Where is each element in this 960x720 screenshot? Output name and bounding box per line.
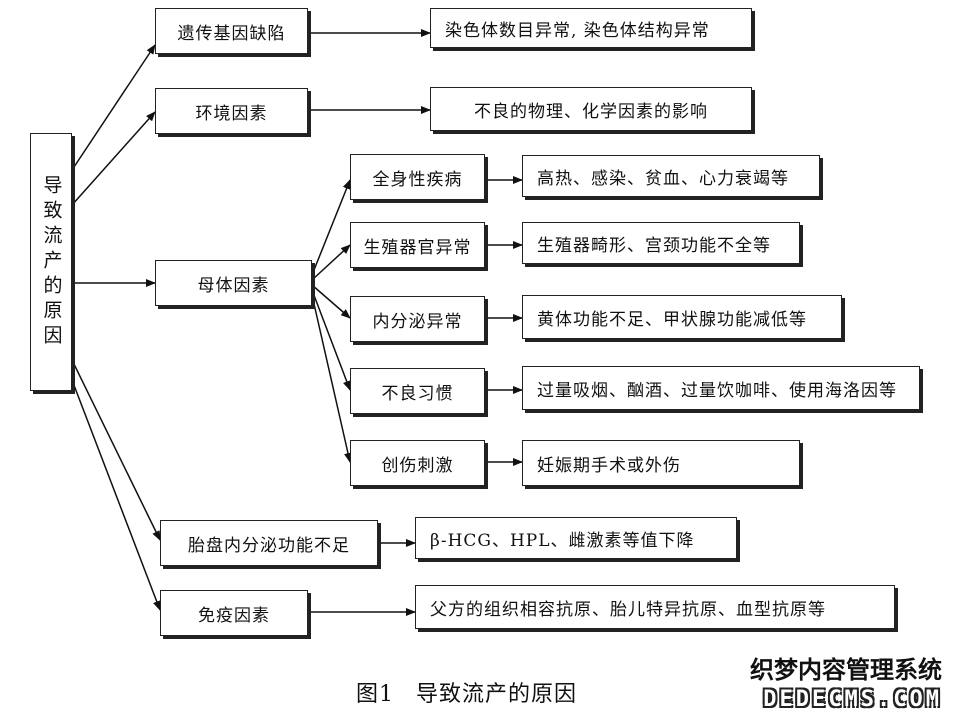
node-maternal-sub-4: 不良习惯 bbox=[350, 368, 485, 414]
detail-environment-text: 不良的物理、化学因素的影响 bbox=[474, 101, 708, 122]
detail-placenta-text: β-HCG、HPL、雌激素等值下降 bbox=[430, 530, 695, 551]
detail-maternal-sub-5: 妊娠期手术或外伤 bbox=[522, 440, 800, 486]
watermark-en: DEDECMS.COM bbox=[763, 687, 942, 712]
watermark-cn: 织梦内容管理系统 bbox=[750, 656, 942, 684]
node-maternal-label: 母体因素 bbox=[197, 275, 270, 296]
link-root-environment bbox=[71, 111, 156, 206]
node-maternal: 母体因素 bbox=[155, 260, 312, 306]
detail-maternal-sub-3-text: 黄体功能不足、甲状腺功能减低等 bbox=[537, 309, 807, 330]
detail-genetic-text: 染色体数目异常, 染色体结构异常 bbox=[445, 20, 710, 41]
link-maternal-sub-2 bbox=[311, 244, 351, 281]
root-node: 导致流产的原因 bbox=[30, 133, 72, 391]
detail-immune-text: 父方的组织相容抗原、胎儿特异抗原、血型抗原等 bbox=[430, 599, 826, 620]
link-maternal-sub-3 bbox=[311, 284, 351, 319]
detail-maternal-sub-2-text: 生殖器畸形、宫颈功能不全等 bbox=[537, 235, 771, 256]
link-maternal-sub-4 bbox=[311, 289, 351, 391]
node-placenta: 胎盘内分泌功能不足 bbox=[160, 520, 378, 566]
node-environment: 环境因素 bbox=[155, 88, 308, 134]
detail-maternal-sub-4-text: 过量吸烟、酗酒、过量饮咖啡、使用海洛因等 bbox=[537, 380, 897, 401]
node-immune: 免疫因素 bbox=[160, 590, 308, 636]
detail-maternal-sub-2: 生殖器畸形、宫颈功能不全等 bbox=[522, 222, 800, 264]
root-label: 导致流产的原因 bbox=[40, 174, 63, 350]
node-maternal-sub-2: 生殖器官异常 bbox=[350, 222, 485, 268]
figure-number: 图1 bbox=[356, 682, 394, 707]
link-root-placenta bbox=[71, 359, 161, 541]
node-maternal-sub-5-label: 创伤刺激 bbox=[381, 455, 454, 476]
detail-maternal-sub-4: 过量吸烟、酗酒、过量饮咖啡、使用海洛因等 bbox=[522, 366, 920, 410]
link-root-immune bbox=[71, 379, 161, 611]
node-placenta-label: 胎盘内分泌功能不足 bbox=[188, 535, 350, 556]
figure-caption: 图1 导致流产的原因 bbox=[356, 676, 577, 708]
node-maternal-sub-1-label: 全身性疾病 bbox=[372, 169, 463, 190]
link-root-genetic bbox=[71, 44, 156, 171]
watermark: 织梦内容管理系统 DEDECMS.COM bbox=[750, 650, 942, 712]
node-environment-label: 环境因素 bbox=[195, 103, 268, 124]
detail-environment: 不良的物理、化学因素的影响 bbox=[430, 87, 752, 131]
detail-maternal-sub-3: 黄体功能不足、甲状腺功能减低等 bbox=[522, 295, 842, 339]
detail-placenta: β-HCG、HPL、雌激素等值下降 bbox=[415, 517, 737, 559]
node-genetic-label: 遗传基因缺陷 bbox=[177, 23, 286, 44]
node-maternal-sub-1: 全身性疾病 bbox=[350, 154, 485, 200]
detail-immune: 父方的组织相容抗原、胎儿特异抗原、血型抗原等 bbox=[415, 585, 895, 629]
detail-maternal-sub-5-text: 妊娠期手术或外伤 bbox=[537, 455, 681, 476]
node-maternal-sub-3: 内分泌异常 bbox=[350, 296, 485, 342]
node-maternal-sub-3-label: 内分泌异常 bbox=[372, 311, 463, 332]
detail-maternal-sub-1-text: 高热、感染、贫血、心力衰竭等 bbox=[537, 168, 789, 189]
detail-genetic: 染色体数目异常, 染色体结构异常 bbox=[430, 8, 752, 48]
link-maternal-sub-5 bbox=[311, 294, 352, 463]
figure-title: 导致流产的原因 bbox=[416, 682, 578, 707]
node-maternal-sub-2-label: 生殖器官异常 bbox=[363, 237, 472, 258]
node-maternal-sub-4-label: 不良习惯 bbox=[381, 383, 454, 404]
node-maternal-sub-5: 创伤刺激 bbox=[350, 440, 485, 486]
link-maternal-sub-1 bbox=[311, 179, 351, 276]
node-immune-label: 免疫因素 bbox=[198, 605, 270, 626]
detail-maternal-sub-1: 高热、感染、贫血、心力衰竭等 bbox=[522, 155, 820, 197]
node-genetic: 遗传基因缺陷 bbox=[155, 8, 308, 54]
